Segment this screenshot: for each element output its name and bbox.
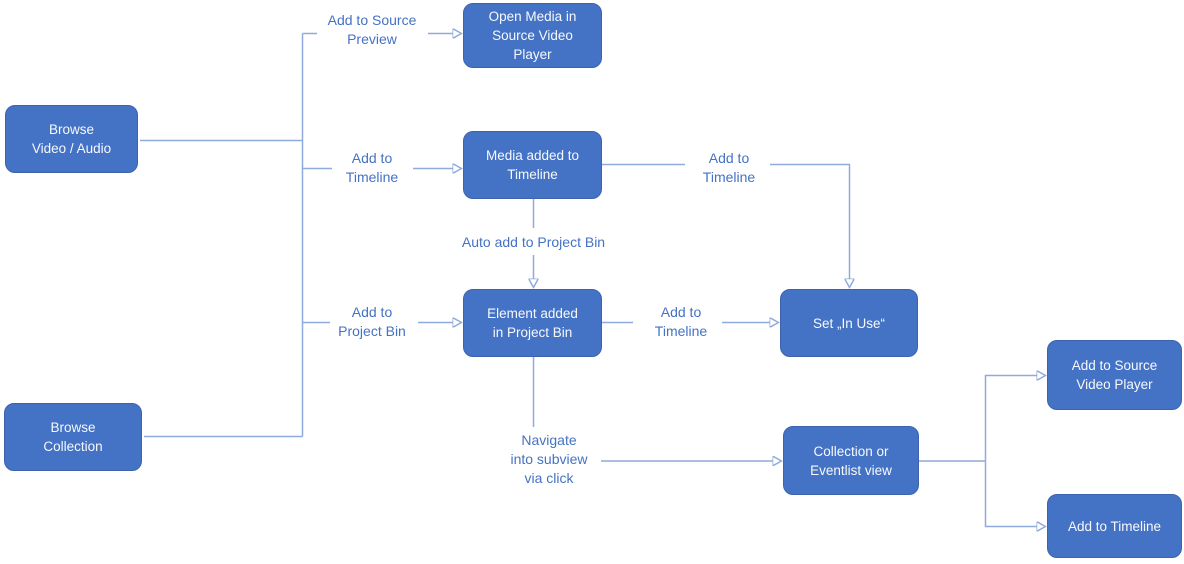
edge-split-down-arrow bbox=[984, 461, 1038, 527]
edge-label-add-to-timeline-mid: Add to Timeline bbox=[654, 304, 708, 339]
node-browse-collection: Browse Collection bbox=[4, 403, 142, 471]
edge-label-add-to-source-preview: Add to Source Preview bbox=[327, 12, 417, 47]
node-collection-eventlist: Collection or Eventlist view bbox=[783, 426, 919, 495]
edge-label-navigate-subview: Navigate into subview via click bbox=[510, 432, 588, 486]
edge-label-add-to-timeline-left: Add to Timeline bbox=[345, 150, 399, 185]
node-element-added-bin: Element added in Project Bin bbox=[463, 289, 602, 357]
edge-label-add-to-project-bin: Add to Project Bin bbox=[338, 304, 406, 339]
edge-label-auto-add-project-bin: Auto add to Project Bin bbox=[461, 234, 606, 250]
edge-split-up-arrow bbox=[984, 376, 1038, 461]
node-add-to-timeline: Add to Timeline bbox=[1047, 494, 1182, 558]
edge-label-add-to-timeline-top: Add to Timeline bbox=[702, 150, 756, 185]
node-browse-video-audio: Browse Video / Audio bbox=[5, 105, 138, 173]
node-set-in-use: Set „In Use“ bbox=[780, 289, 918, 357]
node-media-added-timeline: Media added to Timeline bbox=[463, 131, 602, 199]
edge-media-right-to-set bbox=[770, 163, 850, 280]
node-add-to-source-player: Add to Source Video Player bbox=[1047, 340, 1182, 410]
node-open-media-source: Open Media in Source Video Player bbox=[463, 3, 602, 68]
